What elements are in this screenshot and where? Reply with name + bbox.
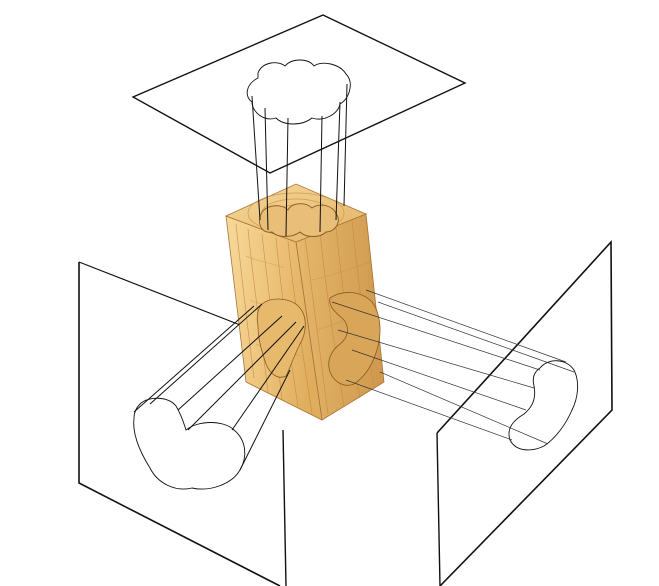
wooden-block <box>224 183 385 421</box>
block-top-cutout <box>259 203 339 237</box>
block-side-cutout <box>328 292 381 386</box>
right-projection-lines <box>331 289 575 445</box>
right-plane-outline <box>436 239 613 586</box>
left-projection-lines <box>133 303 305 471</box>
left-projection-plane <box>78 261 287 586</box>
top-plane-profile <box>246 59 351 125</box>
right-plane-left-edge <box>436 432 441 586</box>
right-projection-plane <box>436 239 613 586</box>
left-plane-profile <box>133 397 246 490</box>
left-plane-right-edge <box>282 429 287 586</box>
top-projection-lines <box>251 83 348 237</box>
top-plane-outline <box>131 14 467 174</box>
left-plane-top-edge <box>78 261 254 331</box>
left-plane-outline <box>78 262 281 586</box>
block-front-cutout <box>256 298 306 378</box>
right-plane-profile <box>508 360 579 451</box>
top-projection-plane <box>131 14 467 174</box>
